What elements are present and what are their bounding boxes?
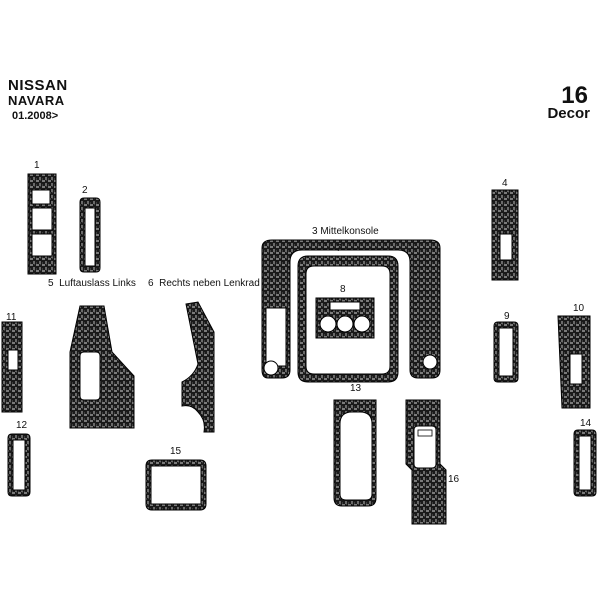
part-16-number: 16 <box>448 474 460 485</box>
part-5-number: 5 <box>48 278 54 289</box>
part-11 <box>1 321 23 413</box>
part-14 <box>573 429 597 497</box>
part-13-number: 13 <box>350 383 362 394</box>
part-5-label: Luftauslass Links <box>59 278 136 289</box>
part-12 <box>7 433 31 497</box>
part-6 <box>181 301 215 433</box>
brand-title: NISSAN <box>8 77 68 94</box>
part-4-number: 4 <box>502 178 508 189</box>
set-type: Decor <box>547 105 590 122</box>
part-3-number: 3 <box>312 226 318 237</box>
model-title: NAVARA <box>8 93 65 108</box>
part-9 <box>493 321 519 383</box>
part-6-number: 6 <box>148 278 154 289</box>
part-8 <box>315 297 375 339</box>
part-3 <box>261 239 441 379</box>
part-12-number: 12 <box>16 420 28 431</box>
part-3-caption: 3 Mittelkonsole <box>312 226 379 237</box>
part-5-caption: 5 Luftauslass Links <box>48 278 136 289</box>
part-6-label: Rechts neben Lenkrad <box>159 278 260 289</box>
part-1 <box>27 173 57 275</box>
part-1-number: 1 <box>34 160 40 171</box>
part-15 <box>145 459 207 511</box>
part-9-number: 9 <box>504 311 510 322</box>
part-7 <box>297 255 399 383</box>
part-2 <box>79 197 101 273</box>
part-5 <box>69 305 135 429</box>
part-4 <box>491 189 519 281</box>
part-8-number: 8 <box>340 284 346 295</box>
set-piece-count: 16 <box>561 82 588 109</box>
part-13 <box>333 399 377 507</box>
model-date: 01.2008> <box>12 110 59 122</box>
part-16 <box>405 399 447 525</box>
part-3-label: Mittelkonsole <box>320 226 379 237</box>
part-6-caption: 6 Rechts neben Lenkrad <box>148 278 260 289</box>
part-2-number: 2 <box>82 185 88 196</box>
part-11-number: 11 <box>6 312 17 323</box>
part-10 <box>557 315 591 409</box>
part-7-number: 7 <box>336 243 342 254</box>
part-10-number: 10 <box>573 303 585 314</box>
part-14-number: 14 <box>580 418 592 429</box>
part-15-number: 15 <box>170 446 182 457</box>
